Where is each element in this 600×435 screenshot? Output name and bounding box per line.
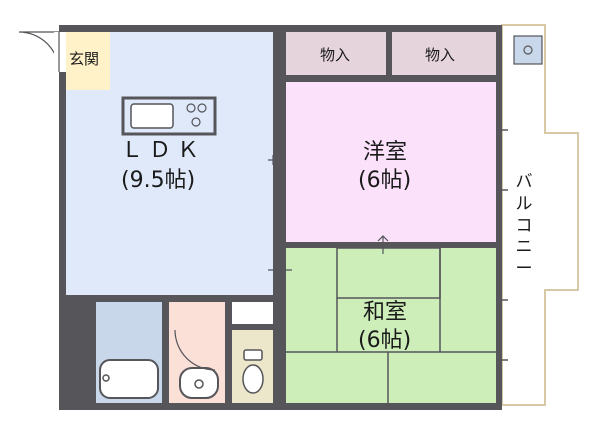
japanese-room-size: (6帖) bbox=[358, 328, 412, 353]
western-room-size: (6帖) bbox=[358, 168, 412, 193]
basin-drain bbox=[194, 379, 204, 389]
utility-closet bbox=[232, 302, 273, 324]
balcony-label-char: コ bbox=[515, 215, 533, 236]
ldk-name: ＬＤＫ bbox=[121, 138, 206, 163]
balcony-label-char: ー bbox=[515, 259, 533, 279]
western-room bbox=[286, 82, 496, 242]
washroom-door-swing bbox=[174, 329, 216, 371]
storage-left-label: 物入 bbox=[320, 46, 351, 64]
storage-right-label: 物入 bbox=[425, 46, 456, 64]
water-heater bbox=[513, 35, 543, 65]
entrance-label: 玄関 bbox=[69, 50, 100, 68]
sink bbox=[130, 103, 174, 129]
bath-drain bbox=[102, 374, 110, 382]
tatami-lines bbox=[286, 247, 496, 403]
door-opening bbox=[54, 32, 66, 72]
balcony-label-char: ニ bbox=[515, 237, 533, 258]
japanese-room-name: 和室 bbox=[363, 300, 408, 325]
bathtub bbox=[99, 359, 159, 399]
japanese-room bbox=[286, 248, 496, 403]
water-heater-dial bbox=[523, 45, 533, 55]
storage-left bbox=[286, 32, 386, 75]
sliding-door-mark bbox=[377, 235, 389, 254]
western-room-name: 洋室 bbox=[363, 140, 408, 165]
toilet-bowl bbox=[242, 364, 264, 394]
stove-burner bbox=[197, 103, 207, 113]
balcony-area bbox=[501, 24, 579, 406]
balcony-label: バ ル コ ニ ー bbox=[513, 172, 535, 281]
sliding-door-mark bbox=[268, 155, 282, 165]
sliding-door-mark bbox=[268, 265, 292, 275]
ldk-size: (9.5帖) bbox=[121, 168, 196, 193]
wash-basin bbox=[179, 367, 219, 399]
storage-right bbox=[392, 32, 496, 75]
balcony-label-char: バ bbox=[515, 172, 533, 192]
stove-burner bbox=[186, 103, 196, 113]
toilet-tank bbox=[243, 349, 263, 361]
stove-burner bbox=[191, 117, 201, 127]
entrance-room bbox=[66, 32, 110, 90]
window-marks bbox=[496, 129, 508, 361]
entrance-door bbox=[18, 31, 60, 73]
balcony-label-char: ル bbox=[515, 193, 533, 214]
